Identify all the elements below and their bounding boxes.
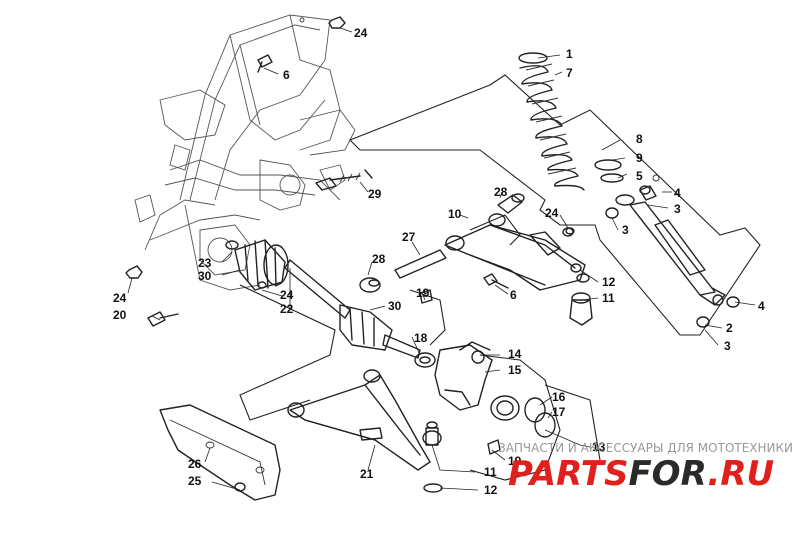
- callout-26: 26: [188, 457, 202, 471]
- callout-4-top: 4: [674, 186, 681, 200]
- callout-28-left: 28: [372, 252, 386, 266]
- callout-24-top: 24: [354, 26, 368, 40]
- callout-3-mid: 3: [622, 223, 629, 237]
- leader-lines: [127, 27, 756, 491]
- steering-knuckle: [414, 341, 556, 438]
- callout-6-mid: 6: [510, 288, 517, 302]
- callout-21: 21: [360, 467, 374, 481]
- callout-19-upper: 19: [416, 286, 430, 300]
- callout-13: 13: [592, 440, 606, 454]
- callout-5: 5: [636, 169, 643, 183]
- callout-9: 9: [636, 151, 643, 165]
- callout-30-left: 30: [198, 269, 212, 283]
- callout-8: 8: [636, 132, 643, 146]
- callout-2: 2: [726, 321, 733, 335]
- callout-1: 1: [566, 47, 573, 61]
- callout-19-lower: 19: [508, 454, 522, 468]
- frame-structure: [134, 14, 356, 291]
- watermark-logo-part-1: PARTS: [508, 454, 628, 494]
- callout-22: 22: [280, 302, 294, 316]
- callout-3-top: 3: [674, 202, 681, 216]
- lower-a-arm: [287, 369, 431, 471]
- callout-3-bottom: 3: [724, 339, 731, 353]
- coil-spring: [518, 52, 585, 191]
- callout-labels: 1 7 8 9 5 4 3 3 4 2 3 24 6 29 28 24 10 2…: [113, 26, 765, 497]
- callout-6-top: 6: [283, 68, 290, 82]
- watermark: ЗАПЧАСТИ И АКСЕССУАРЫ ДЛЯ МОТОТЕХНИКИ PA…: [498, 441, 793, 494]
- callout-11-lower: 11: [484, 465, 497, 479]
- callout-12-upper: 12: [602, 275, 616, 289]
- callout-27: 27: [402, 230, 416, 244]
- callout-15: 15: [508, 363, 522, 377]
- callout-10: 10: [448, 207, 462, 221]
- callout-17: 17: [552, 405, 566, 419]
- bushings-and-pins: [359, 193, 525, 293]
- callout-20: 20: [113, 308, 127, 322]
- watermark-caption: ЗАПЧАСТИ И АКСЕССУАРЫ ДЛЯ МОТОТЕХНИКИ: [498, 441, 793, 455]
- skid-plate: [159, 404, 281, 501]
- group-outlines: [239, 74, 761, 481]
- upper-a-arm: [444, 213, 586, 291]
- shock-absorber: [594, 159, 740, 328]
- callout-25: 25: [188, 474, 202, 488]
- callout-4-right: 4: [758, 299, 765, 313]
- callout-7: 7: [566, 66, 573, 80]
- callout-24-arm: 24: [545, 206, 559, 220]
- callout-23: 23: [198, 256, 212, 270]
- callout-18: 18: [414, 331, 428, 345]
- watermark-logo: PARTSFOR.RU: [508, 454, 774, 494]
- callout-16: 16: [552, 390, 566, 404]
- cv-axle: [225, 239, 421, 359]
- watermark-logo-part-2: FOR: [628, 454, 707, 494]
- callout-29: 29: [368, 187, 382, 201]
- callout-24-left: 24: [113, 291, 127, 305]
- callout-28-top: 28: [494, 185, 508, 199]
- watermark-logo-part-3: .RU: [707, 454, 774, 494]
- callout-14: 14: [508, 347, 522, 361]
- callout-24-axle: 24: [280, 288, 294, 302]
- callout-30-right: 30: [388, 299, 402, 313]
- callout-12-lower: 12: [484, 483, 498, 497]
- callout-11-upper: 11: [602, 291, 615, 305]
